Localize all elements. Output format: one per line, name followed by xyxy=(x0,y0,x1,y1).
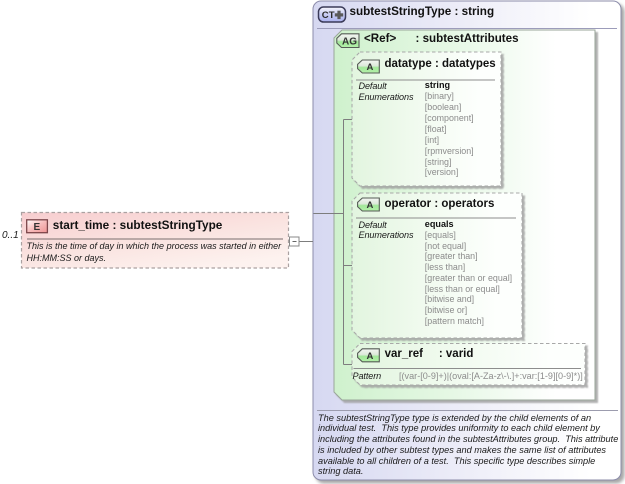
svg-text:CT: CT xyxy=(322,10,335,21)
svg-text:A: A xyxy=(367,62,374,73)
svg-text:E: E xyxy=(34,222,41,233)
svg-text:A: A xyxy=(367,200,374,211)
svg-text:A: A xyxy=(367,351,374,362)
svg-text:AG: AG xyxy=(342,37,357,48)
